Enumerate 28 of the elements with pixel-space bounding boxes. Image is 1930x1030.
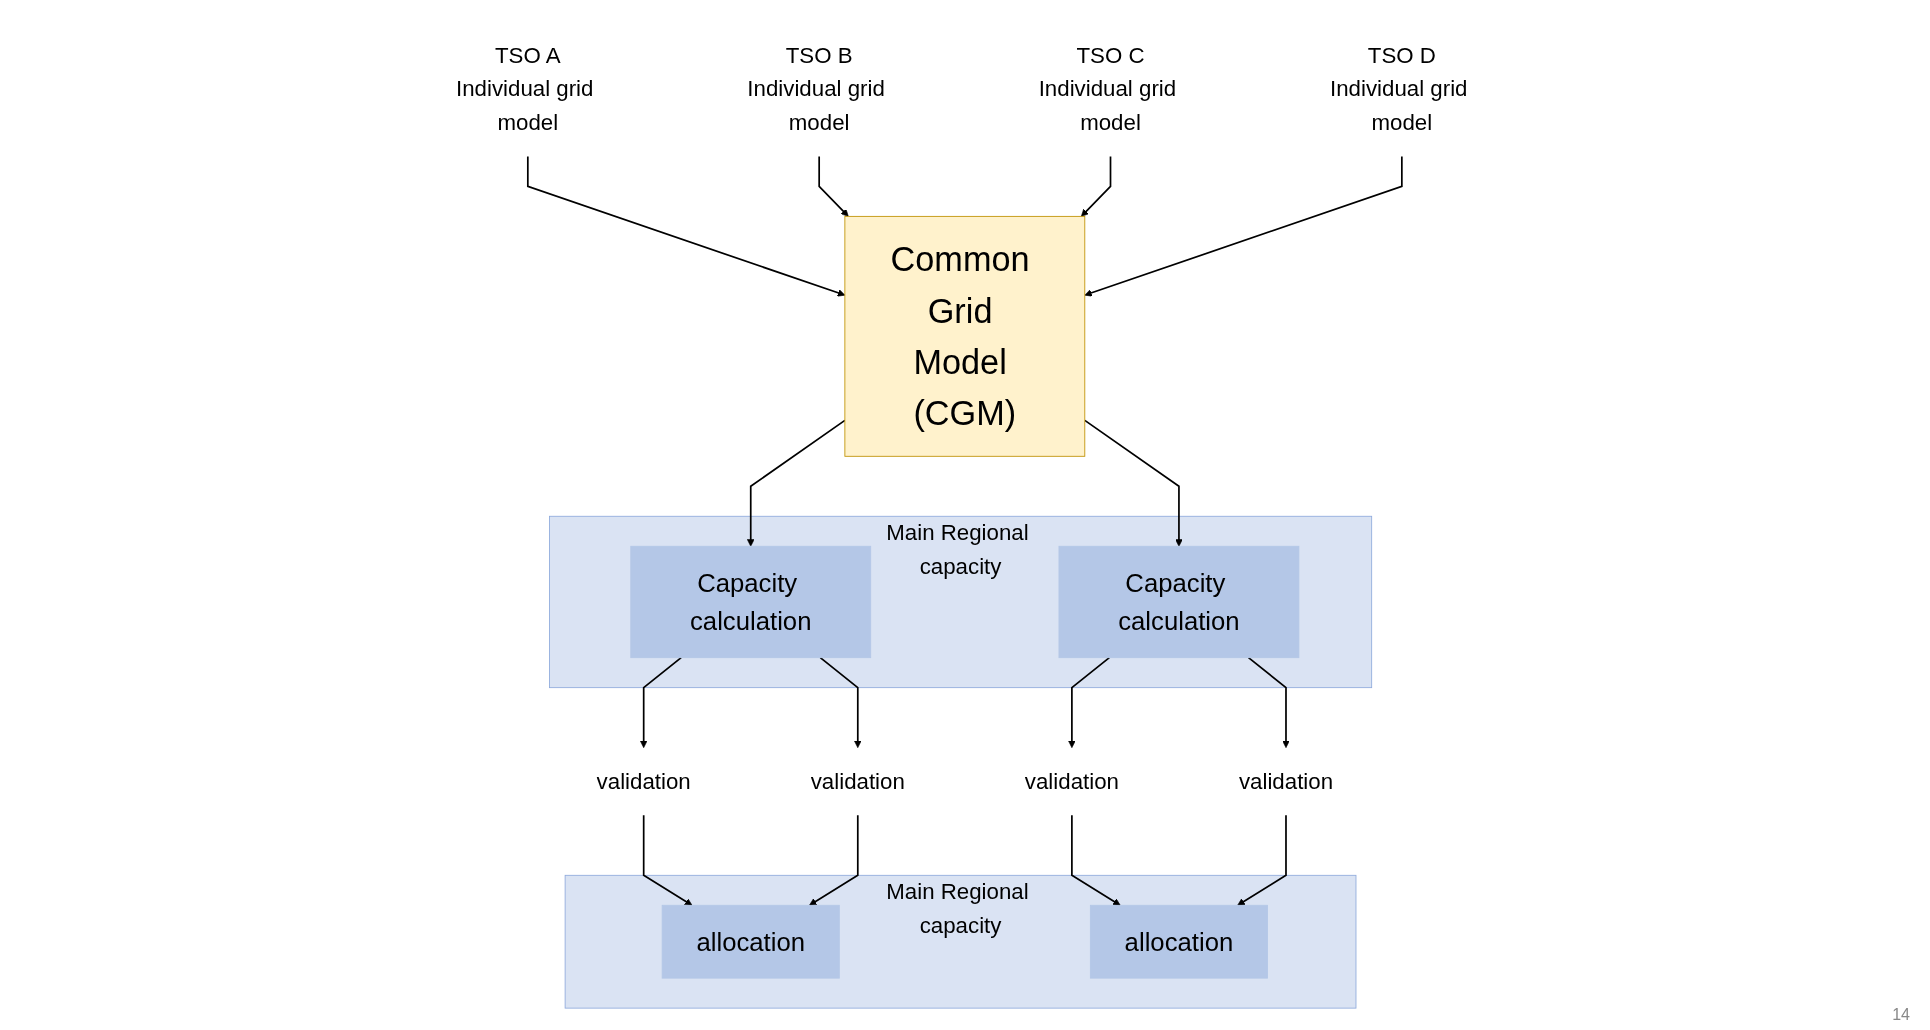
arrow: [1068, 656, 1111, 748]
node-text: validation: [1239, 768, 1334, 794]
arrow: [1084, 419, 1183, 547]
arrow: [1247, 656, 1290, 748]
node-text: validation: [1024, 768, 1120, 794]
arrow: [643, 814, 693, 906]
arrow: [1084, 155, 1403, 297]
node-box: allocation: [661, 904, 840, 979]
arrow: [1237, 814, 1287, 906]
arrow: [640, 656, 683, 748]
arrow: [527, 155, 846, 297]
node-box: Capacity calculation: [630, 545, 872, 659]
arrow: [818, 155, 849, 217]
node-text: TSO A Individual grid model: [456, 42, 594, 135]
arrow: [747, 419, 846, 547]
page-number: 14: [1892, 1006, 1910, 1023]
arrow: [1071, 814, 1121, 906]
node-box: Common Grid Model (CGM): [844, 215, 1086, 457]
node-text: TSO C Individual grid model: [1038, 42, 1177, 135]
node-box: Capacity calculation: [1058, 545, 1300, 659]
node-text: validation: [810, 768, 906, 794]
node-text: TSO B Individual grid model: [747, 42, 885, 135]
node-text: validation: [596, 768, 691, 794]
arrow: [809, 814, 859, 906]
node-text: TSO D Individual grid model: [1330, 42, 1468, 135]
node-box: allocation: [1090, 904, 1269, 979]
arrow: [819, 656, 862, 748]
arrow: [1081, 155, 1112, 217]
